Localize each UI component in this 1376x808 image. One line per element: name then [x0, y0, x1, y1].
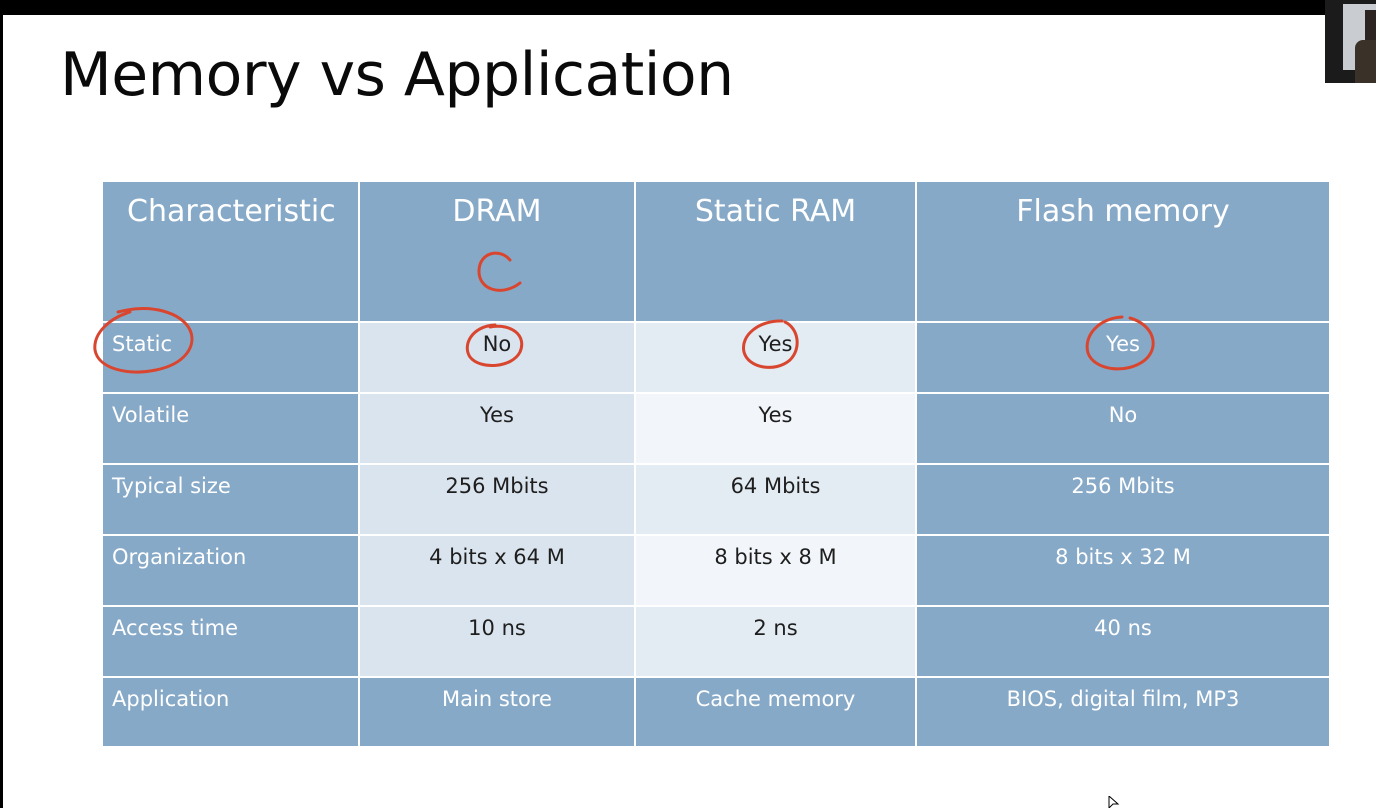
- cell-flash-organization: 8 bits x 32 M: [915, 534, 1331, 607]
- header-flash-memory: Flash memory: [915, 180, 1331, 323]
- webcam-thumbnail[interactable]: [1325, 0, 1376, 83]
- row-label-application: Application: [101, 676, 360, 748]
- cell-flash-application: BIOS, digital film, MP3: [915, 676, 1331, 748]
- screen-top-bar: [0, 0, 1376, 15]
- cell-dram-access-time: 10 ns: [358, 605, 636, 678]
- table-row: Organization 4 bits x 64 M 8 bits x 8 M …: [101, 534, 1331, 607]
- cell-flash-access-time: 40 ns: [915, 605, 1331, 678]
- table-row: Static No Yes Yes: [101, 321, 1331, 394]
- table-row: Volatile Yes Yes No: [101, 392, 1331, 465]
- cell-sram-static: Yes: [634, 321, 917, 394]
- cell-dram-typical-size: 256 Mbits: [358, 463, 636, 536]
- cell-sram-typical-size: 64 Mbits: [634, 463, 917, 536]
- slide-title: Memory vs Application: [60, 40, 734, 110]
- table-header-row: Characteristic DRAM Static RAM Flash mem…: [101, 180, 1331, 323]
- cell-dram-static: No: [358, 321, 636, 394]
- table-row: Typical size 256 Mbits 64 Mbits 256 Mbit…: [101, 463, 1331, 536]
- memory-comparison-table: Characteristic DRAM Static RAM Flash mem…: [101, 180, 1331, 748]
- cell-dram-organization: 4 bits x 64 M: [358, 534, 636, 607]
- row-label-typical-size: Typical size: [101, 463, 360, 536]
- cell-dram-application: Main store: [358, 676, 636, 748]
- header-dram: DRAM: [358, 180, 636, 323]
- table-row: Application Main store Cache memory BIOS…: [101, 676, 1331, 748]
- mouse-cursor-icon: [1108, 796, 1120, 808]
- cell-sram-organization: 8 bits x 8 M: [634, 534, 917, 607]
- cell-flash-typical-size: 256 Mbits: [915, 463, 1331, 536]
- cell-sram-volatile: Yes: [634, 392, 917, 465]
- webcam-person-hair: [1365, 10, 1376, 48]
- row-label-organization: Organization: [101, 534, 360, 607]
- screen-left-edge: [0, 15, 3, 808]
- cell-sram-application: Cache memory: [634, 676, 917, 748]
- cell-flash-volatile: No: [915, 392, 1331, 465]
- webcam-person: [1355, 40, 1376, 83]
- table-row: Access time 10 ns 2 ns 40 ns: [101, 605, 1331, 678]
- row-label-static: Static: [101, 321, 360, 394]
- cell-sram-access-time: 2 ns: [634, 605, 917, 678]
- header-static-ram: Static RAM: [634, 180, 917, 323]
- cell-flash-static: Yes: [915, 321, 1331, 394]
- row-label-volatile: Volatile: [101, 392, 360, 465]
- cell-dram-volatile: Yes: [358, 392, 636, 465]
- row-label-access-time: Access time: [101, 605, 360, 678]
- header-characteristic: Characteristic: [101, 180, 360, 323]
